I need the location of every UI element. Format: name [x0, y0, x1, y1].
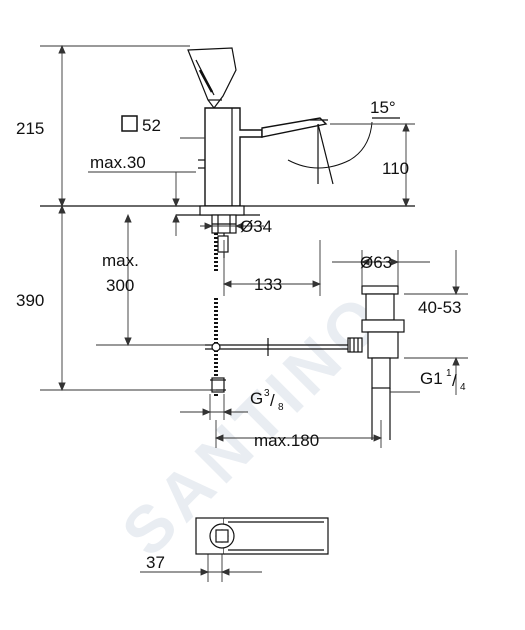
dim-g38-num: 3 [264, 388, 270, 399]
rod-clip [217, 235, 229, 253]
dim-g1-slash: / [452, 371, 457, 390]
dim-52: 52 [142, 116, 161, 135]
dim-g38-slash: / [270, 391, 275, 410]
dim-40-53: 40-53 [418, 298, 461, 317]
faucet-spout [261, 117, 328, 138]
angle-line-tilted [317, 123, 334, 185]
dim-max180: max.180 [254, 431, 319, 450]
dim-d34: Ø34 [240, 217, 272, 236]
plan-view [195, 517, 329, 555]
dim-g38: G [250, 389, 263, 408]
faucet-lever [187, 47, 237, 109]
dim-d63: Ø63 [360, 253, 392, 272]
dim-15deg: 15° [370, 98, 396, 117]
dim-g1-den: 4 [460, 382, 466, 393]
dim-g1-num: 1 [446, 368, 452, 379]
dim-390: 390 [16, 291, 44, 310]
popup-rod [205, 338, 348, 356]
dim-110: 110 [382, 159, 409, 178]
dim-133: 133 [254, 275, 282, 294]
square-symbol [121, 115, 138, 132]
dim-300: 300 [106, 276, 134, 295]
dim-max30: max.30 [90, 153, 146, 172]
dim-g1: G1 [420, 369, 443, 388]
dim-37: 37 [146, 553, 165, 572]
angle-arc [287, 121, 373, 169]
mounting-nut [199, 205, 245, 234]
dim-215: 215 [16, 119, 44, 138]
dim-max-label: max. [102, 251, 139, 270]
waste-fitting [347, 285, 405, 440]
faucet-body [198, 107, 263, 207]
dim-g38-den: 8 [278, 402, 284, 413]
